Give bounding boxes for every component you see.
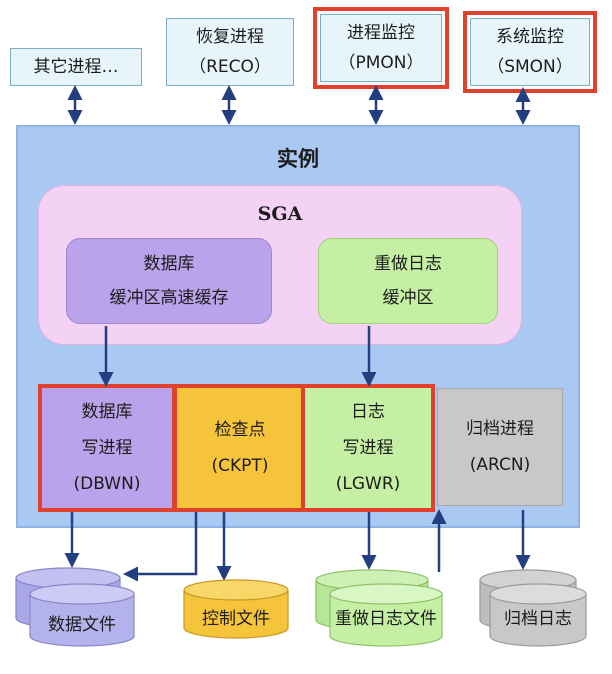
redo-buffer-line2: 缓冲区	[382, 288, 434, 308]
sga-title: SGA	[257, 203, 303, 225]
db-buffer-cache: 数据库 缓冲区高速缓存	[66, 238, 272, 324]
other-processes-box: 其它进程…	[10, 48, 142, 86]
dbwn-line1: 数据库	[81, 402, 133, 422]
data-file-cylinders	[15, 567, 135, 647]
arcn-line1: 归档进程	[466, 419, 534, 439]
arcn-process: 归档进程 (ARCN)	[437, 388, 563, 506]
lgwr-process: 日志 写进程 (LGWR)	[301, 384, 435, 512]
reco-box: 恢复进程 （RECO）	[166, 18, 294, 86]
ckpt-to-datafile-arrow	[123, 512, 198, 582]
control-file-label: 控制文件	[202, 609, 270, 629]
redo-log-buffer: 重做日志 缓冲区	[318, 238, 498, 324]
redo-file-cylinders	[315, 569, 443, 647]
dbwn-line3: (DBWN)	[73, 474, 141, 494]
lgwr-line2: 写进程	[342, 438, 394, 458]
other-processes-label: 其它进程…	[33, 57, 119, 77]
instance-title: 实例	[277, 147, 319, 171]
smon-box: 系统监控 （SMON）	[463, 11, 597, 93]
lgwr-line3: (LGWR)	[335, 474, 401, 494]
archive-file-label: 归档日志	[504, 609, 572, 629]
redo-buffer-line1: 重做日志	[374, 254, 442, 274]
pmon-abbr: （PMON）	[338, 53, 424, 73]
ckpt-line1: 检查点	[214, 420, 266, 440]
reco-abbr: （RECO）	[189, 57, 271, 77]
reco-title: 恢复进程	[196, 27, 264, 47]
arcn-line2: (ARCN)	[469, 455, 531, 475]
db-buffer-line1: 数据库	[143, 254, 195, 274]
data-file-label: 数据文件	[48, 615, 116, 635]
redo-file-label: 重做日志文件	[335, 609, 437, 629]
archive-file-cylinders	[479, 569, 587, 647]
smon-abbr: （SMON）	[487, 57, 573, 77]
db-buffer-line2: 缓冲区高速缓存	[109, 288, 229, 308]
control-file-cylinder	[183, 579, 289, 639]
pmon-box: 进程监控 （PMON）	[313, 7, 449, 89]
pmon-title: 进程监控	[347, 23, 415, 43]
dbwn-line2: 写进程	[81, 438, 133, 458]
ckpt-process: 检查点 (CKPT)	[173, 384, 307, 512]
smon-title: 系统监控	[496, 27, 564, 47]
lgwr-line1: 日志	[351, 402, 385, 422]
dbwn-process: 数据库 写进程 (DBWN)	[38, 384, 176, 512]
ckpt-line2: (CKPT)	[211, 456, 269, 476]
